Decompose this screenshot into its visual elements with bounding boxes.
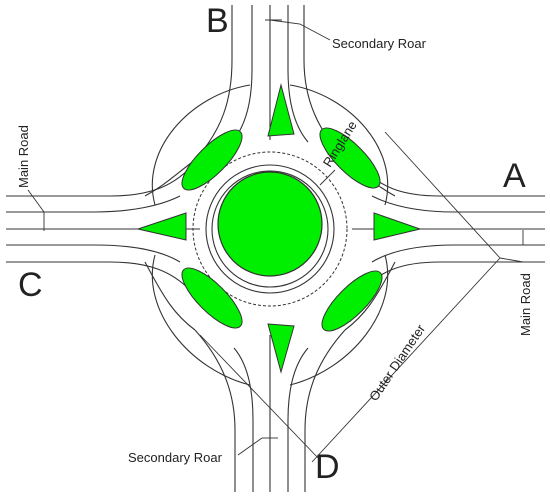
- leader-d-to-west: [199, 334, 321, 461]
- splitter-island-south: [267, 323, 295, 374]
- splitter-island-west: [136, 212, 187, 241]
- splitter-island-east: [373, 212, 422, 241]
- label-west-c: C: [18, 266, 43, 304]
- central-island: [217, 171, 323, 277]
- label-secondary-bottom: Secondary Roar: [128, 450, 223, 465]
- ellipse-island-nw: [181, 129, 243, 191]
- width-markers: [43, 19, 524, 439]
- label-north-b: B: [206, 2, 229, 40]
- secondary-road-south-arm: [194, 329, 346, 492]
- leader-ringlane: [319, 169, 336, 186]
- leader-secondary-top: [269, 19, 331, 41]
- outer-curb-arcs: [144, 84, 396, 386]
- leader-d-to-a: [384, 131, 501, 259]
- leader-main-road-right: [499, 257, 524, 263]
- ellipse-island-sw: [181, 267, 243, 329]
- label-main-road-left: Main Road: [16, 125, 31, 188]
- label-main-road-right: Main Road: [518, 273, 533, 336]
- ellipse-island-ne: [319, 127, 381, 189]
- label-east-a: A: [503, 157, 526, 195]
- label-secondary-top: Secondary Roar: [332, 36, 427, 51]
- outer-diameter-line: [311, 257, 501, 463]
- splitter-island-north: [267, 83, 295, 137]
- label-south-d: D: [315, 448, 340, 486]
- leader-secondary-bottom: [237, 437, 263, 456]
- leader-main-road-left: [27, 189, 45, 213]
- ellipse-island-se: [321, 270, 383, 332]
- label-outer-diameter: Outer Diameter: [366, 321, 429, 404]
- ring-lane: [192, 151, 348, 307]
